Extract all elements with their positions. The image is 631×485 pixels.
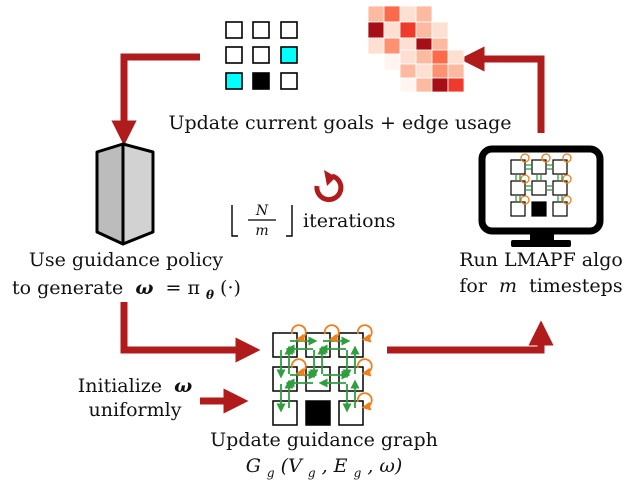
policy-label-line1: Use guidance policy (29, 249, 224, 271)
arrow-lmapf-to-goals (459, 46, 545, 133)
arrow-goals-to-policy (111, 53, 200, 146)
goal-cell (280, 46, 298, 64)
graph-node (272, 400, 298, 426)
graph-node (338, 400, 364, 426)
flow-arrows (111, 46, 554, 414)
policy-omega: ω (135, 277, 153, 299)
iterations-numerator: N (255, 203, 269, 219)
monitor-icon (478, 145, 604, 247)
obstacle-cell (252, 72, 270, 90)
graph-V-sub: g (308, 466, 316, 480)
graph-label-line2: G g (V g , E g , ω) (246, 455, 403, 482)
edge-usage-heatmap-icon (367, 5, 465, 93)
iterations-label: N m iterations (231, 203, 396, 239)
policy-theta: θ (206, 288, 214, 302)
loop-arrow-icon (314, 170, 344, 203)
policy-label-line2: to generate ω = π θ (·) (12, 277, 241, 304)
iterations-word: iterations (303, 210, 396, 232)
init-omega: ω (174, 375, 192, 397)
graph-node (305, 366, 331, 392)
graph-obstacle (305, 400, 331, 426)
goal-cell (225, 72, 243, 90)
graph-node (272, 332, 298, 358)
init-label-line1: Initialize ω (78, 375, 192, 397)
policy-prefix: to generate (12, 277, 123, 299)
policy-eq: = π (165, 277, 199, 299)
graph-node (305, 332, 331, 358)
graph-G-sub: g (267, 466, 275, 480)
graph-node (272, 366, 298, 392)
iterations-denominator: m (255, 223, 268, 239)
lmapf-m: m (499, 275, 517, 297)
init-text: Initialize (78, 375, 162, 397)
server-icon (95, 142, 155, 246)
policy-arg: (·) (220, 277, 241, 299)
arrow-graph-to-lmapf (387, 320, 554, 354)
graph-E-sub: g (354, 466, 362, 480)
lmapf-label-line2: for m timesteps (459, 275, 622, 297)
lmapf-label-line1: Run LMAPF algo (459, 249, 623, 271)
graph-G: G (246, 455, 261, 477)
lmapf-suffix: timesteps (529, 275, 623, 297)
graph-args3: , ω) (367, 455, 402, 477)
goal-grid-icon (225, 21, 298, 90)
graph-node (338, 332, 364, 358)
graph-node (338, 366, 364, 392)
guidance-graph-icon (272, 324, 373, 426)
arrow-policy-to-graph (120, 302, 261, 363)
update-goals-label: Update current goals + edge usage (168, 112, 511, 134)
graph-args2: , E (322, 455, 348, 477)
init-label-line2: uniformly (89, 399, 182, 421)
graph-args: (V (281, 455, 304, 477)
graph-label-line1: Update guidance graph (210, 429, 438, 451)
lmapf-prefix: for (459, 275, 487, 297)
